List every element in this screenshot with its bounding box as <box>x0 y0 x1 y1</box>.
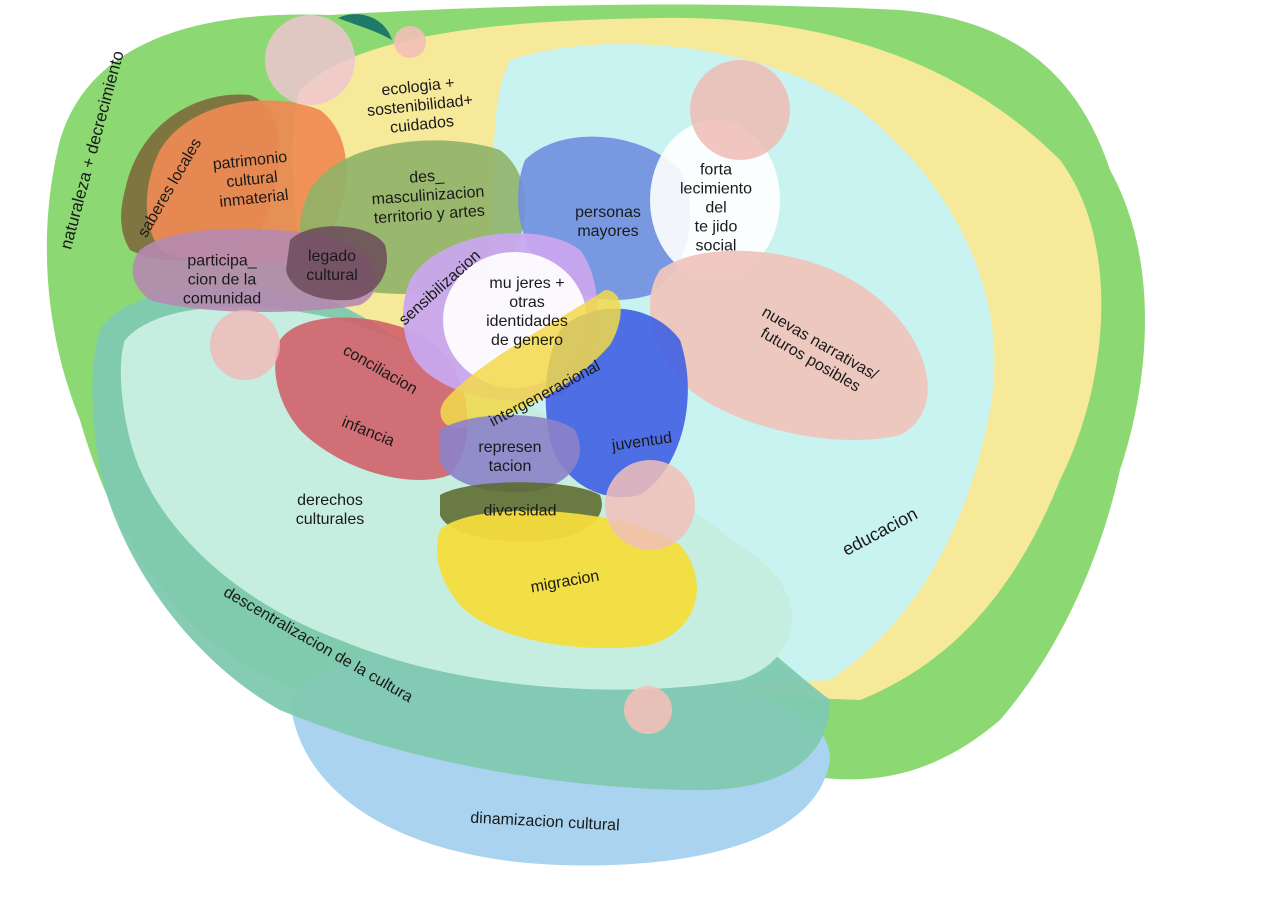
label-fortalecimiento: forta lecimiento del te jido social <box>679 161 753 255</box>
blob-representacion <box>440 415 580 493</box>
blob-legado <box>286 226 387 301</box>
label-patrimonio: patrimonio cultural inmaterial <box>211 148 290 211</box>
label-diversidad: diversidad <box>483 502 557 520</box>
pink-spot <box>210 310 280 380</box>
blob-intergeneracional <box>440 290 621 428</box>
blob-nuevas-narrativas <box>650 250 928 440</box>
pink-spot <box>624 686 672 734</box>
pink-spot <box>265 15 355 105</box>
label-personas-mayores: personas mayores <box>575 204 641 240</box>
label-legado: legado cultural <box>306 248 358 284</box>
label-derechos: derechos culturales <box>295 492 365 528</box>
label-ecologia: ecologia + sostenibilidad+ cuidados <box>366 74 474 137</box>
label-participacion: participa_ cion de la comunidad <box>182 252 262 308</box>
pink-spot <box>394 26 426 58</box>
blob-patrimonio <box>146 100 347 265</box>
label-desmasculinizacion: des_ masculinizacion territorio y artes <box>371 167 486 228</box>
blob-fortalecimiento <box>650 120 780 280</box>
pink-spot <box>690 60 790 160</box>
label-mujeres: mu jeres + otras identidades de genero <box>486 275 568 349</box>
teal-leaf <box>338 14 392 40</box>
label-representacion: represen tacion <box>478 439 542 475</box>
pink-spot <box>605 460 695 550</box>
